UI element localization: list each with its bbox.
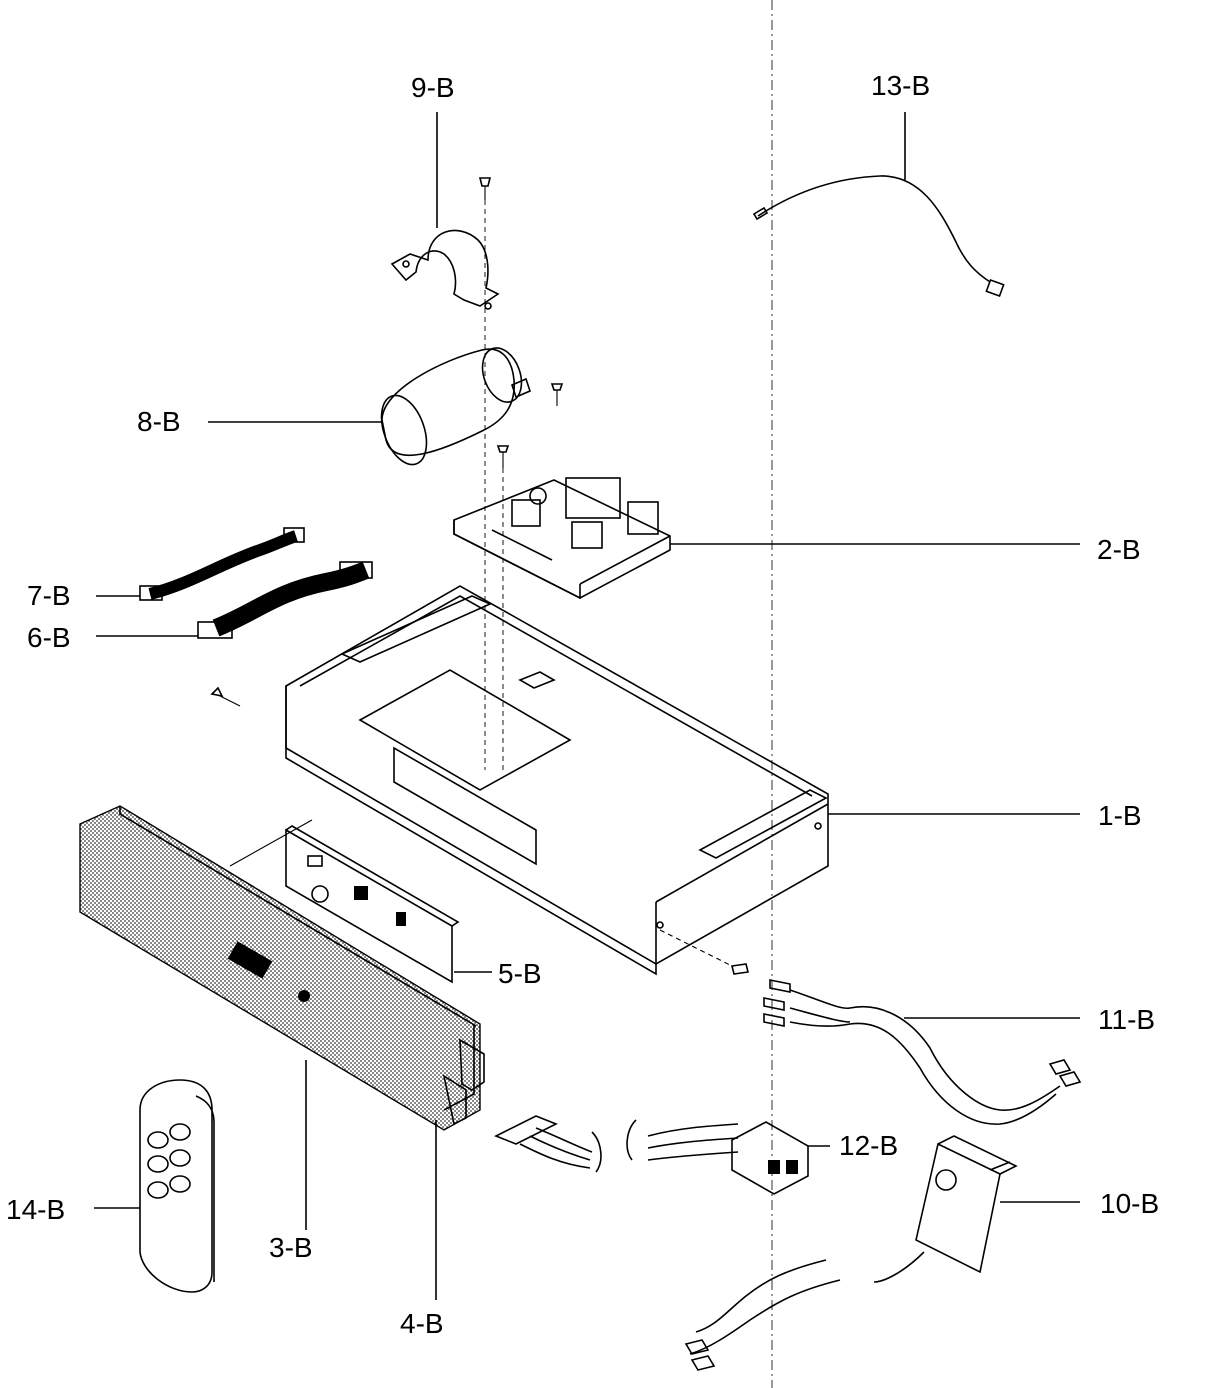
ribbon-cable-6b-part [197,561,373,639]
display-board-part [229,819,460,984]
label-13b: 13-B [871,70,931,101]
label-4b: 4-B [400,1308,444,1339]
capacitor-part [380,347,531,466]
label-8b: 8-B [137,406,181,437]
wire-sensor-part [752,175,1005,298]
label-5b: 5-B [498,958,542,989]
chassis-part [285,585,829,976]
label-12b: 12-B [839,1130,899,1161]
connector-harness-12b-part [494,1115,809,1195]
label-7b: 7-B [27,580,71,611]
capacitor-bracket-part [390,229,500,310]
leader-lines [94,112,1080,1300]
screws-part [210,177,749,975]
wire-harness-11b-part [763,979,1082,1125]
label-14b: 14-B [6,1194,66,1225]
label-10b: 10-B [1100,1188,1160,1219]
label-2b: 2-B [1097,534,1141,565]
label-6b: 6-B [27,622,71,653]
control-box-part [453,477,671,600]
label-3b: 3-B [269,1232,313,1263]
remote-control-part [139,1079,215,1293]
front-panel-part [79,805,485,1131]
label-1b: 1-B [1098,800,1142,831]
ribbon-cable-7b-part [139,527,305,601]
label-11b: 11-B [1098,1004,1156,1035]
power-adapter-part [684,1135,1018,1371]
label-9b: 9-B [411,72,455,103]
